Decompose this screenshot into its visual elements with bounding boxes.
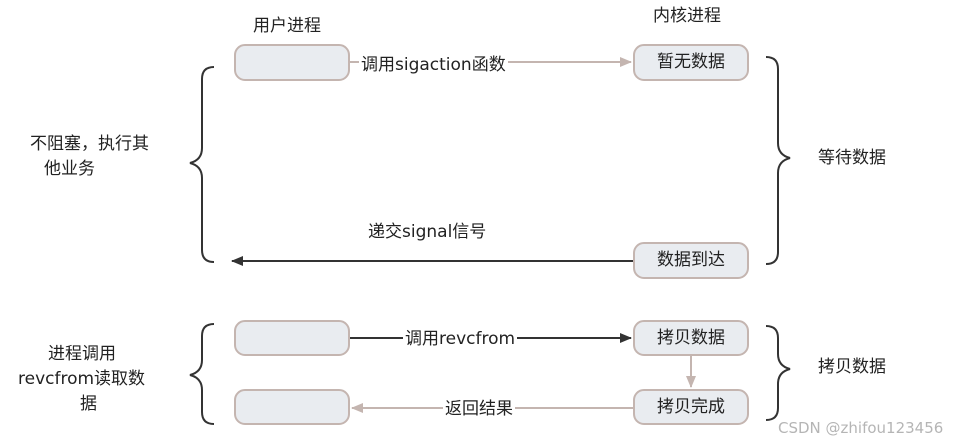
right-brace-bottom	[765, 325, 791, 421]
left-brace-top	[189, 66, 215, 263]
left-brace-bottom	[189, 323, 215, 425]
kernel-box-no-data: 暂无数据	[633, 44, 749, 81]
label-deliver-signal: 递交signal信号	[368, 222, 487, 242]
right-brace-top	[765, 56, 791, 265]
user-box-bottom-1	[234, 320, 350, 356]
kernel-box-data-arrived: 数据到达	[633, 242, 749, 279]
left-note-bottom-line2: revcfrom读取数	[18, 369, 146, 389]
label-call-revcfrom: 调用revcfrom	[403, 328, 518, 350]
right-note-copy-data: 拷贝数据	[818, 357, 886, 377]
left-note-bottom-line1: 进程调用	[48, 344, 116, 364]
kernel-box-copy-data: 拷贝数据	[633, 320, 749, 356]
kernel-box-copy-done: 拷贝完成	[633, 389, 749, 425]
left-note-top-line1: 不阻塞，执行其	[30, 134, 149, 154]
user-process-header: 用户进程	[253, 16, 321, 36]
watermark: CSDN @zhifou123456	[778, 419, 944, 437]
label-return-result: 返回结果	[443, 398, 515, 420]
kernel-process-header: 内核进程	[653, 6, 721, 26]
right-note-wait-data: 等待数据	[818, 148, 886, 168]
user-box-bottom-2	[234, 389, 350, 425]
left-note-top-line2: 他业务	[44, 159, 95, 179]
user-box-top	[234, 44, 350, 81]
label-call-sigaction: 调用sigaction函数	[359, 54, 508, 76]
left-note-bottom-line3: 据	[80, 394, 97, 414]
